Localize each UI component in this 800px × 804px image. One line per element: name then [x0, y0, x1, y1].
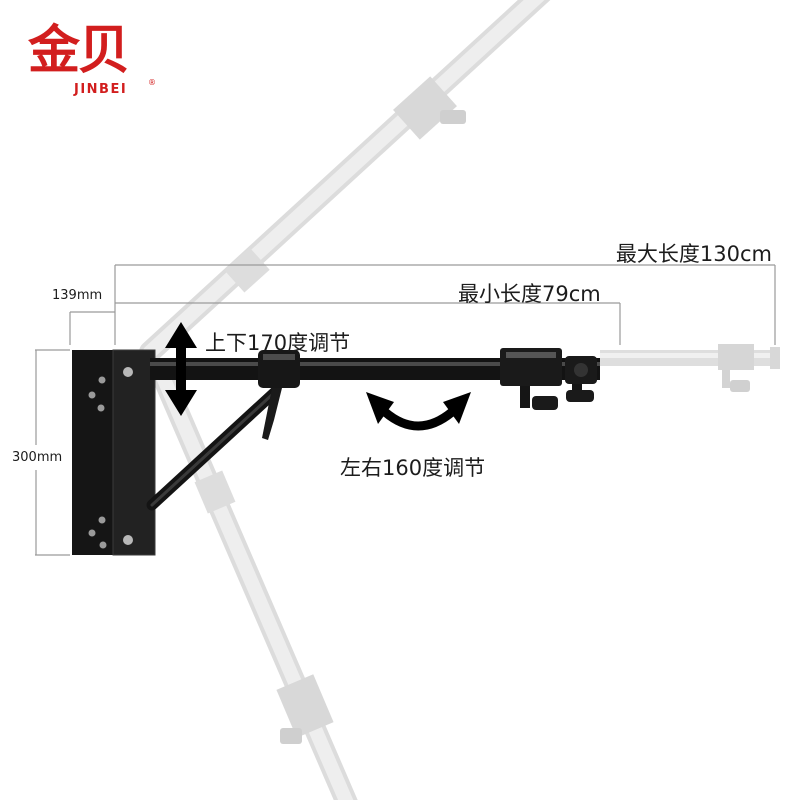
logo-chinese: 金贝	[28, 21, 130, 81]
rotate-arrow-right-head	[443, 392, 471, 424]
logo-brand-name: JINBEI	[74, 82, 128, 97]
lever-handle	[262, 388, 282, 440]
dimension-lines	[35, 264, 776, 556]
ghost-arm-lowered	[149, 359, 360, 804]
brand-logo: 金贝 JINBEI ®	[28, 20, 208, 100]
height-label: 300mm	[12, 450, 63, 465]
support-strut	[146, 386, 281, 511]
ghost-arm-raised	[139, 0, 551, 363]
rotate-arrow-left-head	[366, 392, 394, 424]
registered-mark: ®	[148, 78, 156, 87]
vertical-adjust-label: 上下170度调节	[205, 331, 351, 355]
wall-mount-plate	[72, 349, 156, 556]
rotate-arrow-icon	[382, 408, 455, 431]
min-length-label: 最小长度79cm	[458, 282, 601, 306]
horizontal-adjust-label: 左右160度调节	[340, 456, 486, 480]
ghost-arm-extension	[600, 344, 780, 392]
depth-label: 139mm	[52, 288, 103, 303]
main-arm	[150, 348, 600, 410]
max-length-label: 最大长度130cm	[615, 242, 772, 266]
vertical-arrow-icon	[165, 322, 197, 416]
